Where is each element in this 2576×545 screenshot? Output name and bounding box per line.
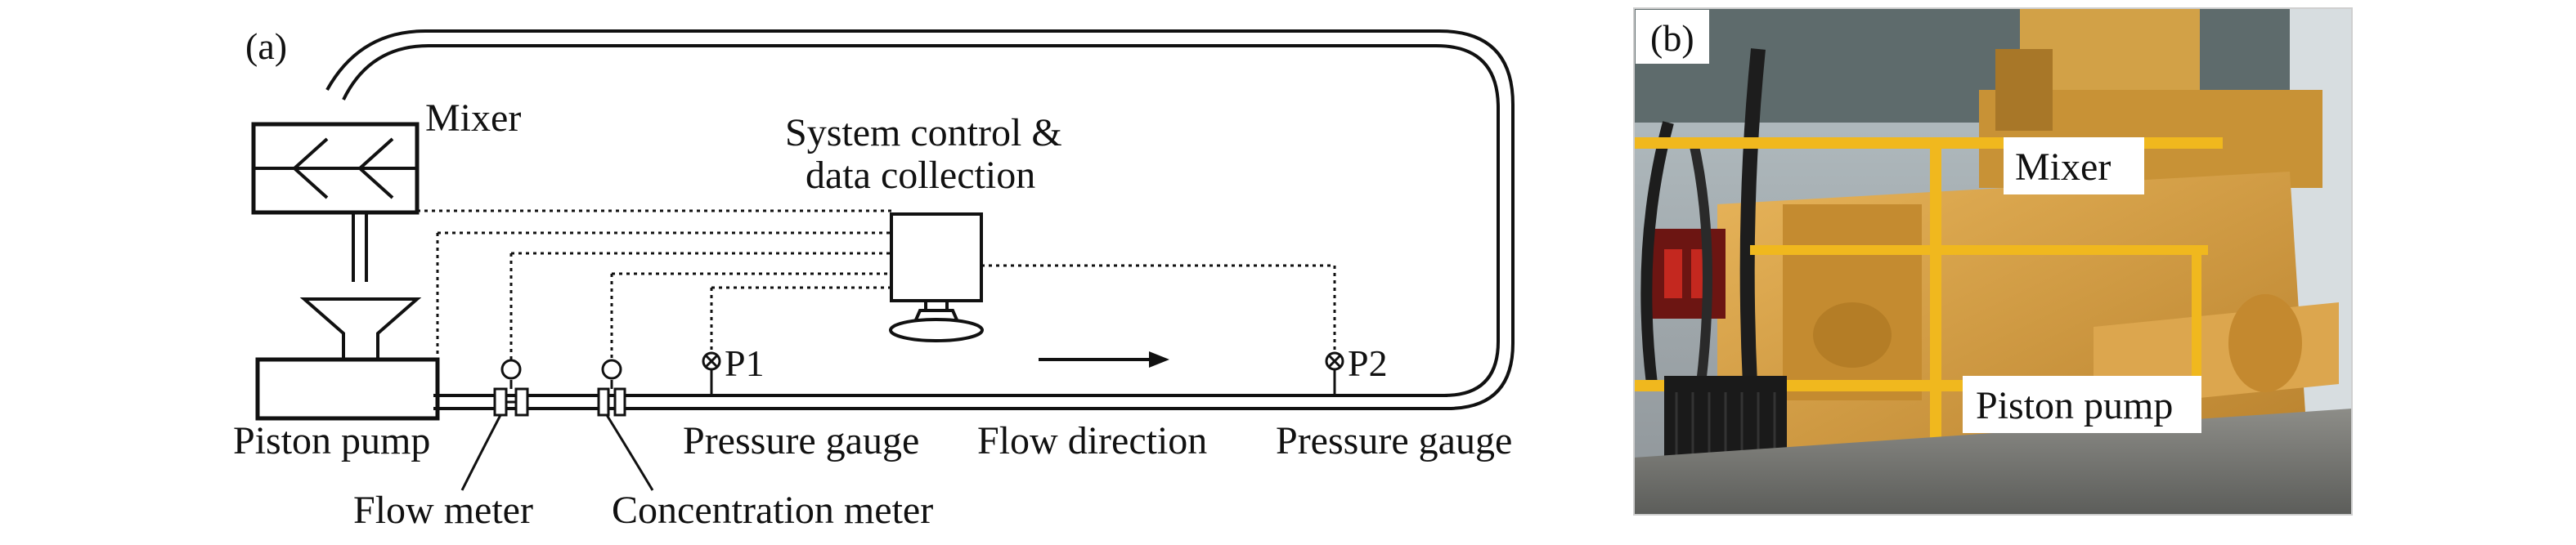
- flow-direction-arrow-icon: [1039, 351, 1169, 368]
- pressure-gauge-1-label: Pressure gauge: [683, 419, 919, 462]
- concentration-meter-icon: [597, 359, 626, 417]
- photo-piston-pump-label: Piston pump: [1976, 384, 2173, 427]
- concentration-meter-leader: [605, 414, 654, 491]
- return-pipe-outer: [325, 29, 1515, 410]
- pressure-gauge-2-label: Pressure gauge: [1276, 419, 1512, 462]
- signal-lines: [417, 209, 1336, 360]
- control-computer: [889, 212, 984, 342]
- pressure-gauge-p2-icon: [1325, 351, 1344, 395]
- mixer-arrow-1-icon: [292, 137, 329, 199]
- panel-a-schematic: [251, 29, 1515, 421]
- flow-meter-leader: [460, 414, 502, 491]
- concentration-meter-label: Concentration meter: [612, 489, 933, 532]
- p1-label: P1: [725, 342, 765, 384]
- return-pipe-inner: [342, 44, 1500, 397]
- control-label-line1: System control &: [785, 111, 1062, 154]
- hopper-funnel: [299, 297, 422, 361]
- mixer-arrow-2-icon: [357, 137, 394, 199]
- panel-a-label: (a): [245, 25, 287, 67]
- photo-mixer-label: Mixer: [2015, 145, 2111, 189]
- mixer-label: Mixer: [425, 96, 521, 140]
- flow-meter-label: Flow meter: [353, 489, 533, 532]
- flow-direction-label: Flow direction: [977, 419, 1207, 462]
- p2-label: P2: [1348, 342, 1388, 384]
- panel-b-photo: (b) Mixer Piston pump: [1633, 7, 2353, 516]
- flow-meter-icon: [493, 359, 529, 417]
- control-label-line2: data collection: [806, 154, 1035, 197]
- pressure-gauge-p1-icon: [702, 351, 721, 395]
- panel-b-label: (b): [1650, 17, 1694, 59]
- piston-pump-label: Piston pump: [233, 419, 430, 462]
- piston-pump-box: [255, 357, 440, 421]
